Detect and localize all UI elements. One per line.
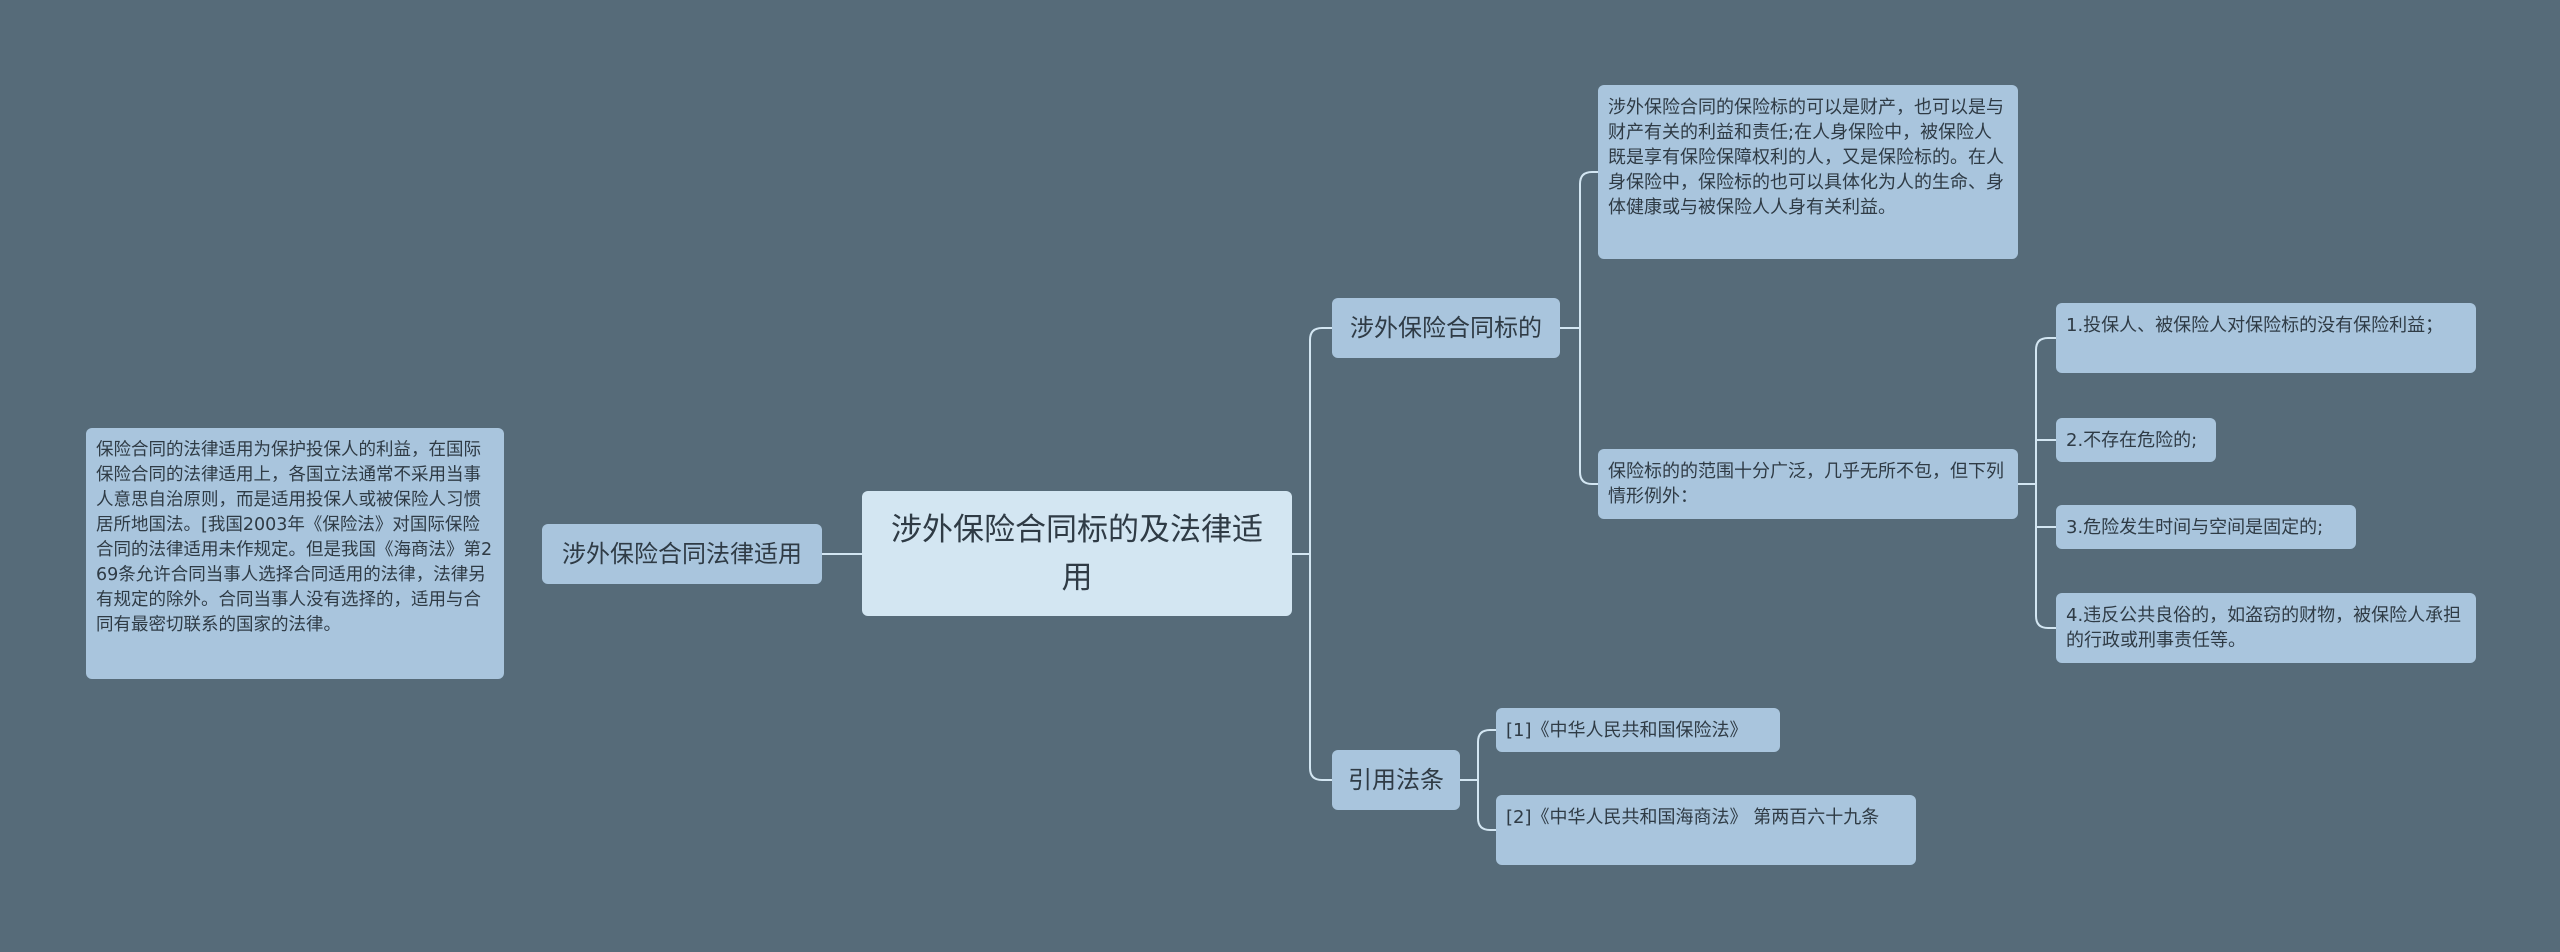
branch-subject[interactable]: 涉外保险合同标的 xyxy=(1332,298,1560,358)
exception-item-text: 1.投保人、被保险人对保险标的没有保险利益； xyxy=(2066,315,2444,336)
connector-subject-scope xyxy=(1579,328,1598,485)
law-application-detail[interactable]: 保险合同的法律适用为保护投保人的利益，在国际保险合同的法律适用上，各国立法通常不… xyxy=(86,428,504,679)
connector-scope-exception-3 xyxy=(2035,484,2056,528)
branch-law-application-label: 涉外保险合同法律适用 xyxy=(562,540,802,568)
subject-definition-text: 涉外保险合同的保险标的可以是财产，也可以是与财产有关的利益和责任;在人身保险中，… xyxy=(1608,97,2004,218)
exception-item[interactable]: 3.危险发生时间与空间是固定的; xyxy=(2056,505,2356,549)
connector-root-citations xyxy=(1309,554,1332,781)
exception-item-text: 4.违反公共良俗的，如盗窃的财物，被保险人承担的行政或刑事责任等。 xyxy=(2066,605,2462,651)
connector-root-subject xyxy=(1292,327,1332,555)
exception-item[interactable]: 4.违反公共良俗的，如盗窃的财物，被保险人承担的行政或刑事责任等。 xyxy=(2056,593,2476,663)
exception-item[interactable]: 1.投保人、被保险人对保险标的没有保险利益； xyxy=(2056,303,2476,373)
branch-citations-label: 引用法条 xyxy=(1348,766,1444,794)
root-topic[interactable]: 涉外保险合同标的及法律适用 xyxy=(862,491,1292,616)
connector-citations-item-2 xyxy=(1477,780,1496,831)
subject-scope[interactable]: 保险标的的范围十分广泛，几乎无所不包，但下列情形例外： xyxy=(1598,449,2018,519)
branch-law-application[interactable]: 涉外保险合同法律适用 xyxy=(542,524,822,584)
subject-definition[interactable]: 涉外保险合同的保险标的可以是财产，也可以是与财产有关的利益和责任;在人身保险中，… xyxy=(1598,85,2018,259)
connector-subject-definition xyxy=(1560,171,1598,329)
branch-subject-label: 涉外保险合同标的 xyxy=(1350,314,1542,342)
citation-item[interactable]: [1]《中华人民共和国保险法》 xyxy=(1496,708,1780,752)
connector-scope-exception-1 xyxy=(2018,337,2056,485)
exception-item-text: 2.不存在危险的; xyxy=(2066,429,2198,451)
law-application-detail-text: 保险合同的法律适用为保护投保人的利益，在国际保险合同的法律适用上，各国立法通常不… xyxy=(96,440,493,635)
exception-item-text: 3.危险发生时间与空间是固定的; xyxy=(2066,516,2324,538)
citation-item-text: [1]《中华人民共和国保险法》 xyxy=(1506,719,1748,741)
connector-scope-exception-4 xyxy=(2035,484,2056,629)
root-topic-label: 涉外保险合同标的及法律适用 xyxy=(891,511,1263,596)
subject-scope-text: 保险标的的范围十分广泛，几乎无所不包，但下列情形例外： xyxy=(1608,461,2004,507)
connector-citations-item-1 xyxy=(1460,729,1496,781)
citation-item-text: [2]《中华人民共和国海商法》 第两百六十九条 xyxy=(1506,807,1880,828)
exception-item[interactable]: 2.不存在危险的; xyxy=(2056,418,2216,462)
citation-item[interactable]: [2]《中华人民共和国海商法》 第两百六十九条 xyxy=(1496,795,1916,865)
branch-citations[interactable]: 引用法条 xyxy=(1332,750,1460,810)
